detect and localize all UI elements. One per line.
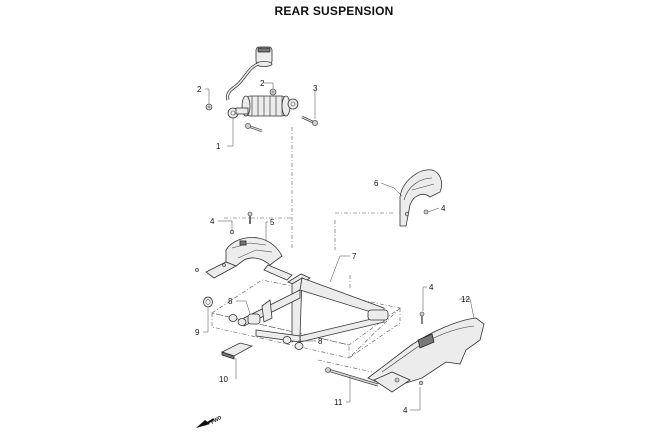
callout-8: 8: [228, 297, 233, 306]
shock-bolts: [205, 88, 318, 133]
callout-7: 7: [352, 252, 357, 261]
callout-6: 6: [374, 179, 379, 188]
callout-4: 4: [429, 283, 434, 292]
callout-1: 1: [216, 142, 221, 151]
callout-5: 5: [270, 218, 275, 227]
callout-10: 10: [219, 375, 228, 384]
callout-11: 11: [334, 398, 343, 407]
chain-guard: [367, 311, 485, 393]
fwd-arrow-icon: FWD: [196, 415, 223, 428]
pivot-axle: [325, 367, 379, 387]
callouts: 2 2 3 1 4 5 6 4 7 8 9 8 10 11 4 12 4: [195, 79, 470, 415]
page-title: REAR SUSPENSION: [274, 4, 394, 18]
callout-4: 4: [403, 406, 408, 415]
callout-12: 12: [461, 295, 470, 304]
callout-9: 9: [195, 328, 200, 337]
swing-arm: [203, 273, 389, 350]
mudguard: [399, 169, 442, 227]
callout-2: 2: [260, 79, 265, 88]
callout-4: 4: [210, 217, 215, 226]
callout-4: 4: [441, 204, 446, 213]
fwd-label: FWD: [210, 415, 223, 426]
callout-8: 8: [318, 337, 323, 346]
shock-absorber: [226, 46, 299, 119]
chain-pad: [220, 342, 254, 360]
leader-lines: [203, 82, 475, 411]
bracket: [195, 211, 293, 281]
callout-3: 3: [313, 84, 318, 93]
callout-2: 2: [197, 85, 202, 94]
assembly-lines: [211, 127, 401, 373]
